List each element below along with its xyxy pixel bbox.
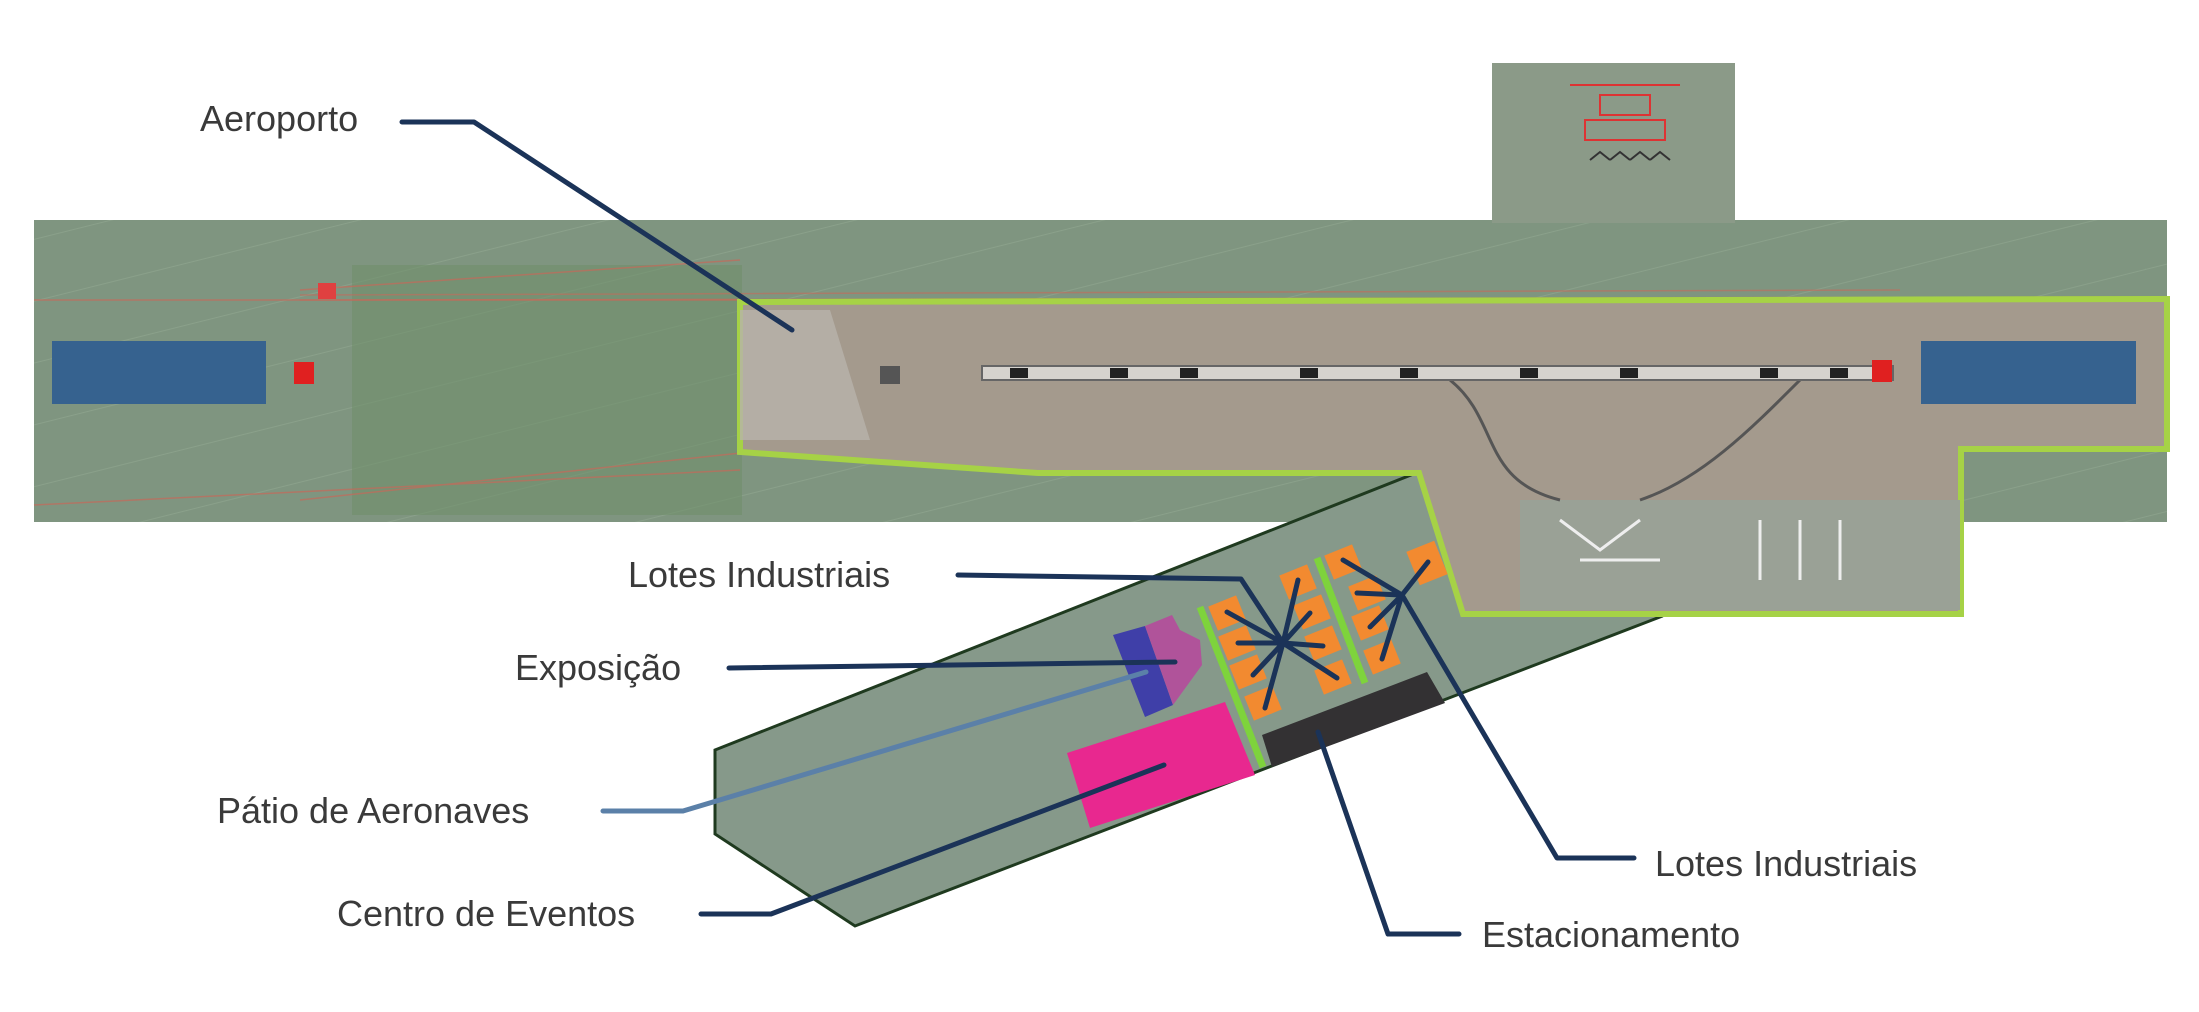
runway-end-marker [1872, 360, 1892, 382]
green-strip-1 [1196, 605, 1267, 769]
runway-end-zone-west [52, 341, 266, 404]
industrial-lots-starburst-2 [1340, 557, 1431, 662]
green-strip-2 [1313, 556, 1369, 685]
lower-development-zone [713, 471, 1664, 928]
industrial-lots-2-label: Lotes Industriais [1655, 843, 1917, 884]
runway-markings [1010, 368, 1848, 378]
parking-label: Estacionamento [1482, 914, 1740, 955]
terminal-zone [1520, 500, 1960, 610]
industrial-lots-1-leader-line [955, 572, 1286, 646]
airport-leader-line [399, 119, 795, 333]
event-center-label: Centro de Eventos [337, 893, 635, 934]
tower-apron-drawing [1570, 84, 1680, 161]
event-center-leader-line [698, 762, 1167, 917]
aircraft-apron-leader-line [600, 669, 1149, 814]
tower-area [1492, 63, 1735, 223]
exhibition-leader-line [726, 659, 1178, 671]
runway-threshold-block [880, 366, 900, 384]
exhibition-label: Exposição [515, 647, 681, 688]
airport-area [737, 295, 2170, 617]
industrial-lots-starburst-1 [1224, 577, 1340, 711]
field-patch [352, 265, 742, 515]
aircraft-apron-label: Pátio de Aeronaves [217, 790, 529, 831]
parking-block [1262, 672, 1445, 767]
parking-leader-line [1315, 729, 1462, 937]
runway [981, 365, 1894, 381]
runway-end-zone-east [1921, 341, 2136, 404]
approach-marker [294, 362, 314, 384]
approach-marker-2 [318, 283, 336, 299]
airport-label: Aeroporto [200, 98, 358, 139]
industrial-lots-2-leader-line [1399, 592, 1637, 861]
industrial-lots-1-label: Lotes Industriais [628, 554, 890, 595]
